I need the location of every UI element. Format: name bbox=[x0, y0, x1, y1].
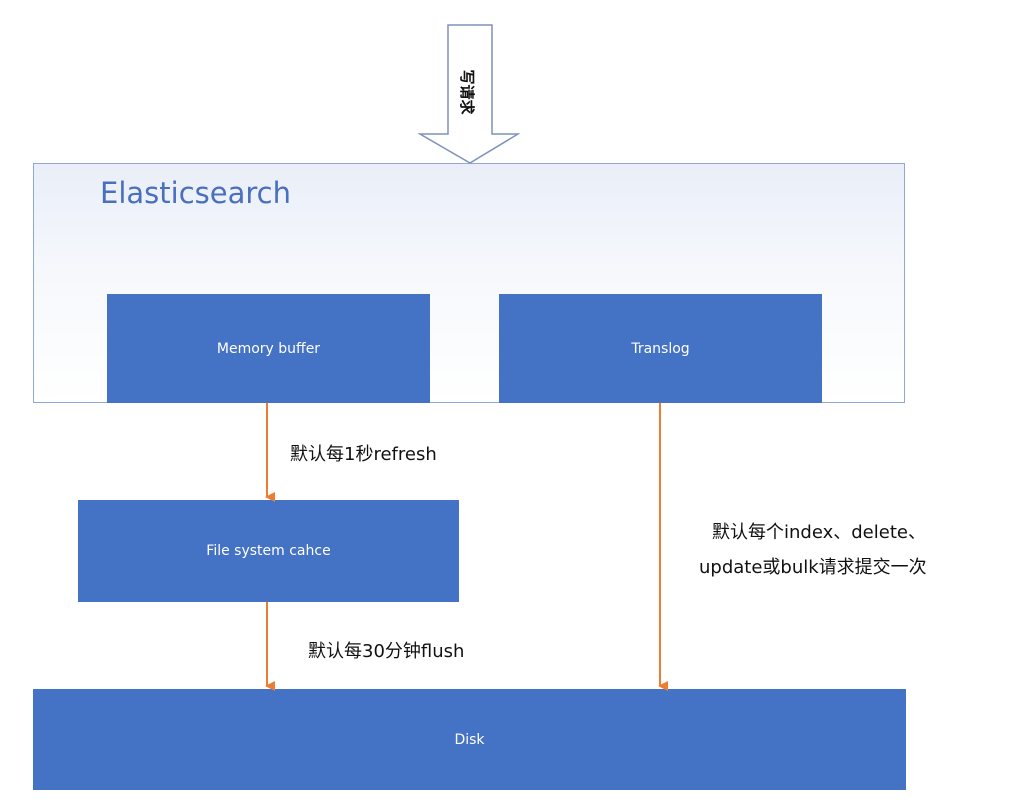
refresh-annotation: 默认每1秒refresh bbox=[290, 444, 437, 465]
translog-annotation-line1: 默认每个index、delete、 bbox=[712, 522, 926, 543]
write-request-label: 写请求 bbox=[458, 69, 477, 115]
file-system-cache-label: File system cahce bbox=[206, 543, 331, 559]
write-request-arrow bbox=[418, 24, 520, 164]
memory-buffer-box: Memory buffer bbox=[107, 294, 430, 403]
elasticsearch-title: Elasticsearch bbox=[100, 176, 291, 210]
translog-box: Translog bbox=[499, 294, 822, 403]
disk-label: Disk bbox=[454, 731, 485, 748]
file-system-cache-box: File system cahce bbox=[78, 500, 459, 602]
flush-annotation: 默认每30分钟flush bbox=[308, 641, 465, 662]
translog-annotation-line2: update或bulk请求提交一次 bbox=[699, 557, 927, 578]
translog-label: Translog bbox=[631, 340, 690, 357]
disk-box: Disk bbox=[33, 689, 906, 790]
memory-buffer-label: Memory buffer bbox=[216, 340, 321, 357]
